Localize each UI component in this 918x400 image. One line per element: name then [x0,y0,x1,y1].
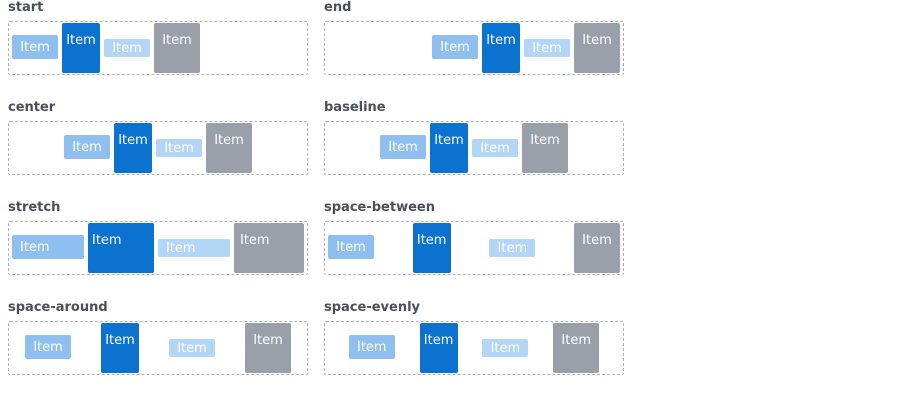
demo-end: end Item Item Item Item [324,0,624,100]
demo-space-evenly: space-evenly Item Item Item Item [324,300,624,400]
flex-item: Item [234,223,304,273]
flex-item: Item [553,323,600,373]
flex-container: Item Item Item Item [8,221,308,275]
flex-item: Item [12,35,58,59]
flex-item: Item [412,223,451,273]
demo-title: space-between [324,200,435,215]
flex-container: Item Item Item Item [324,21,624,75]
flex-container: Item Item Item Item [8,321,308,375]
demo-space-between: space-between Item Item Item Item [324,200,624,300]
flex-item: Item [573,223,620,273]
demo-baseline: baseline Item Item Item Item [324,100,624,200]
flex-item: Item [348,335,395,359]
demo-space-around: space-around Item Item Item Item [8,300,308,400]
flex-container: Item Item Item Item [324,321,624,375]
flex-item: Item [101,323,139,373]
flex-item: Item [419,323,458,373]
flex-item: Item [328,235,374,259]
flex-item: Item [482,23,520,73]
demo-title: start [8,0,44,15]
flex-item: Item [489,239,536,257]
demo-title: center [8,100,56,115]
flex-item: Item [104,39,150,57]
demo-start: start Item Item Item Item [8,0,308,100]
flex-item: Item [114,123,152,173]
flex-item: Item [430,123,468,173]
flex-container: Item Item Item Item [324,221,624,275]
demo-center: center Item Item Item Item [8,100,308,200]
flex-item: Item [472,139,518,157]
flex-item: Item [154,23,200,73]
flex-item: Item [206,123,252,173]
flex-item: Item [156,139,202,157]
justify-content-demo-grid: start Item Item Item Item end Item Item … [8,0,624,400]
demo-title: space-evenly [324,300,421,315]
flex-item: Item [380,135,426,159]
flex-item: Item [522,123,568,173]
flex-container: Item Item Item Item [324,121,624,175]
flex-item: Item [12,235,84,259]
flex-item: Item [64,135,110,159]
flex-container: Item Item Item Item [8,121,308,175]
flex-item: Item [158,239,230,257]
flex-item: Item [62,23,100,73]
demo-title: stretch [8,200,61,215]
demo-stretch: stretch Item Item Item Item [8,200,308,300]
flex-item: Item [169,339,215,357]
flex-item: Item [482,339,529,357]
demo-title: end [324,0,352,15]
flex-item: Item [574,23,620,73]
demo-title: baseline [324,100,386,115]
flex-item: Item [524,39,570,57]
demo-title: space-around [8,300,108,315]
flex-item: Item [25,335,71,359]
flex-item: Item [88,223,154,273]
flex-container: Item Item Item Item [8,21,308,75]
flex-item: Item [245,323,291,373]
flex-item: Item [432,35,478,59]
